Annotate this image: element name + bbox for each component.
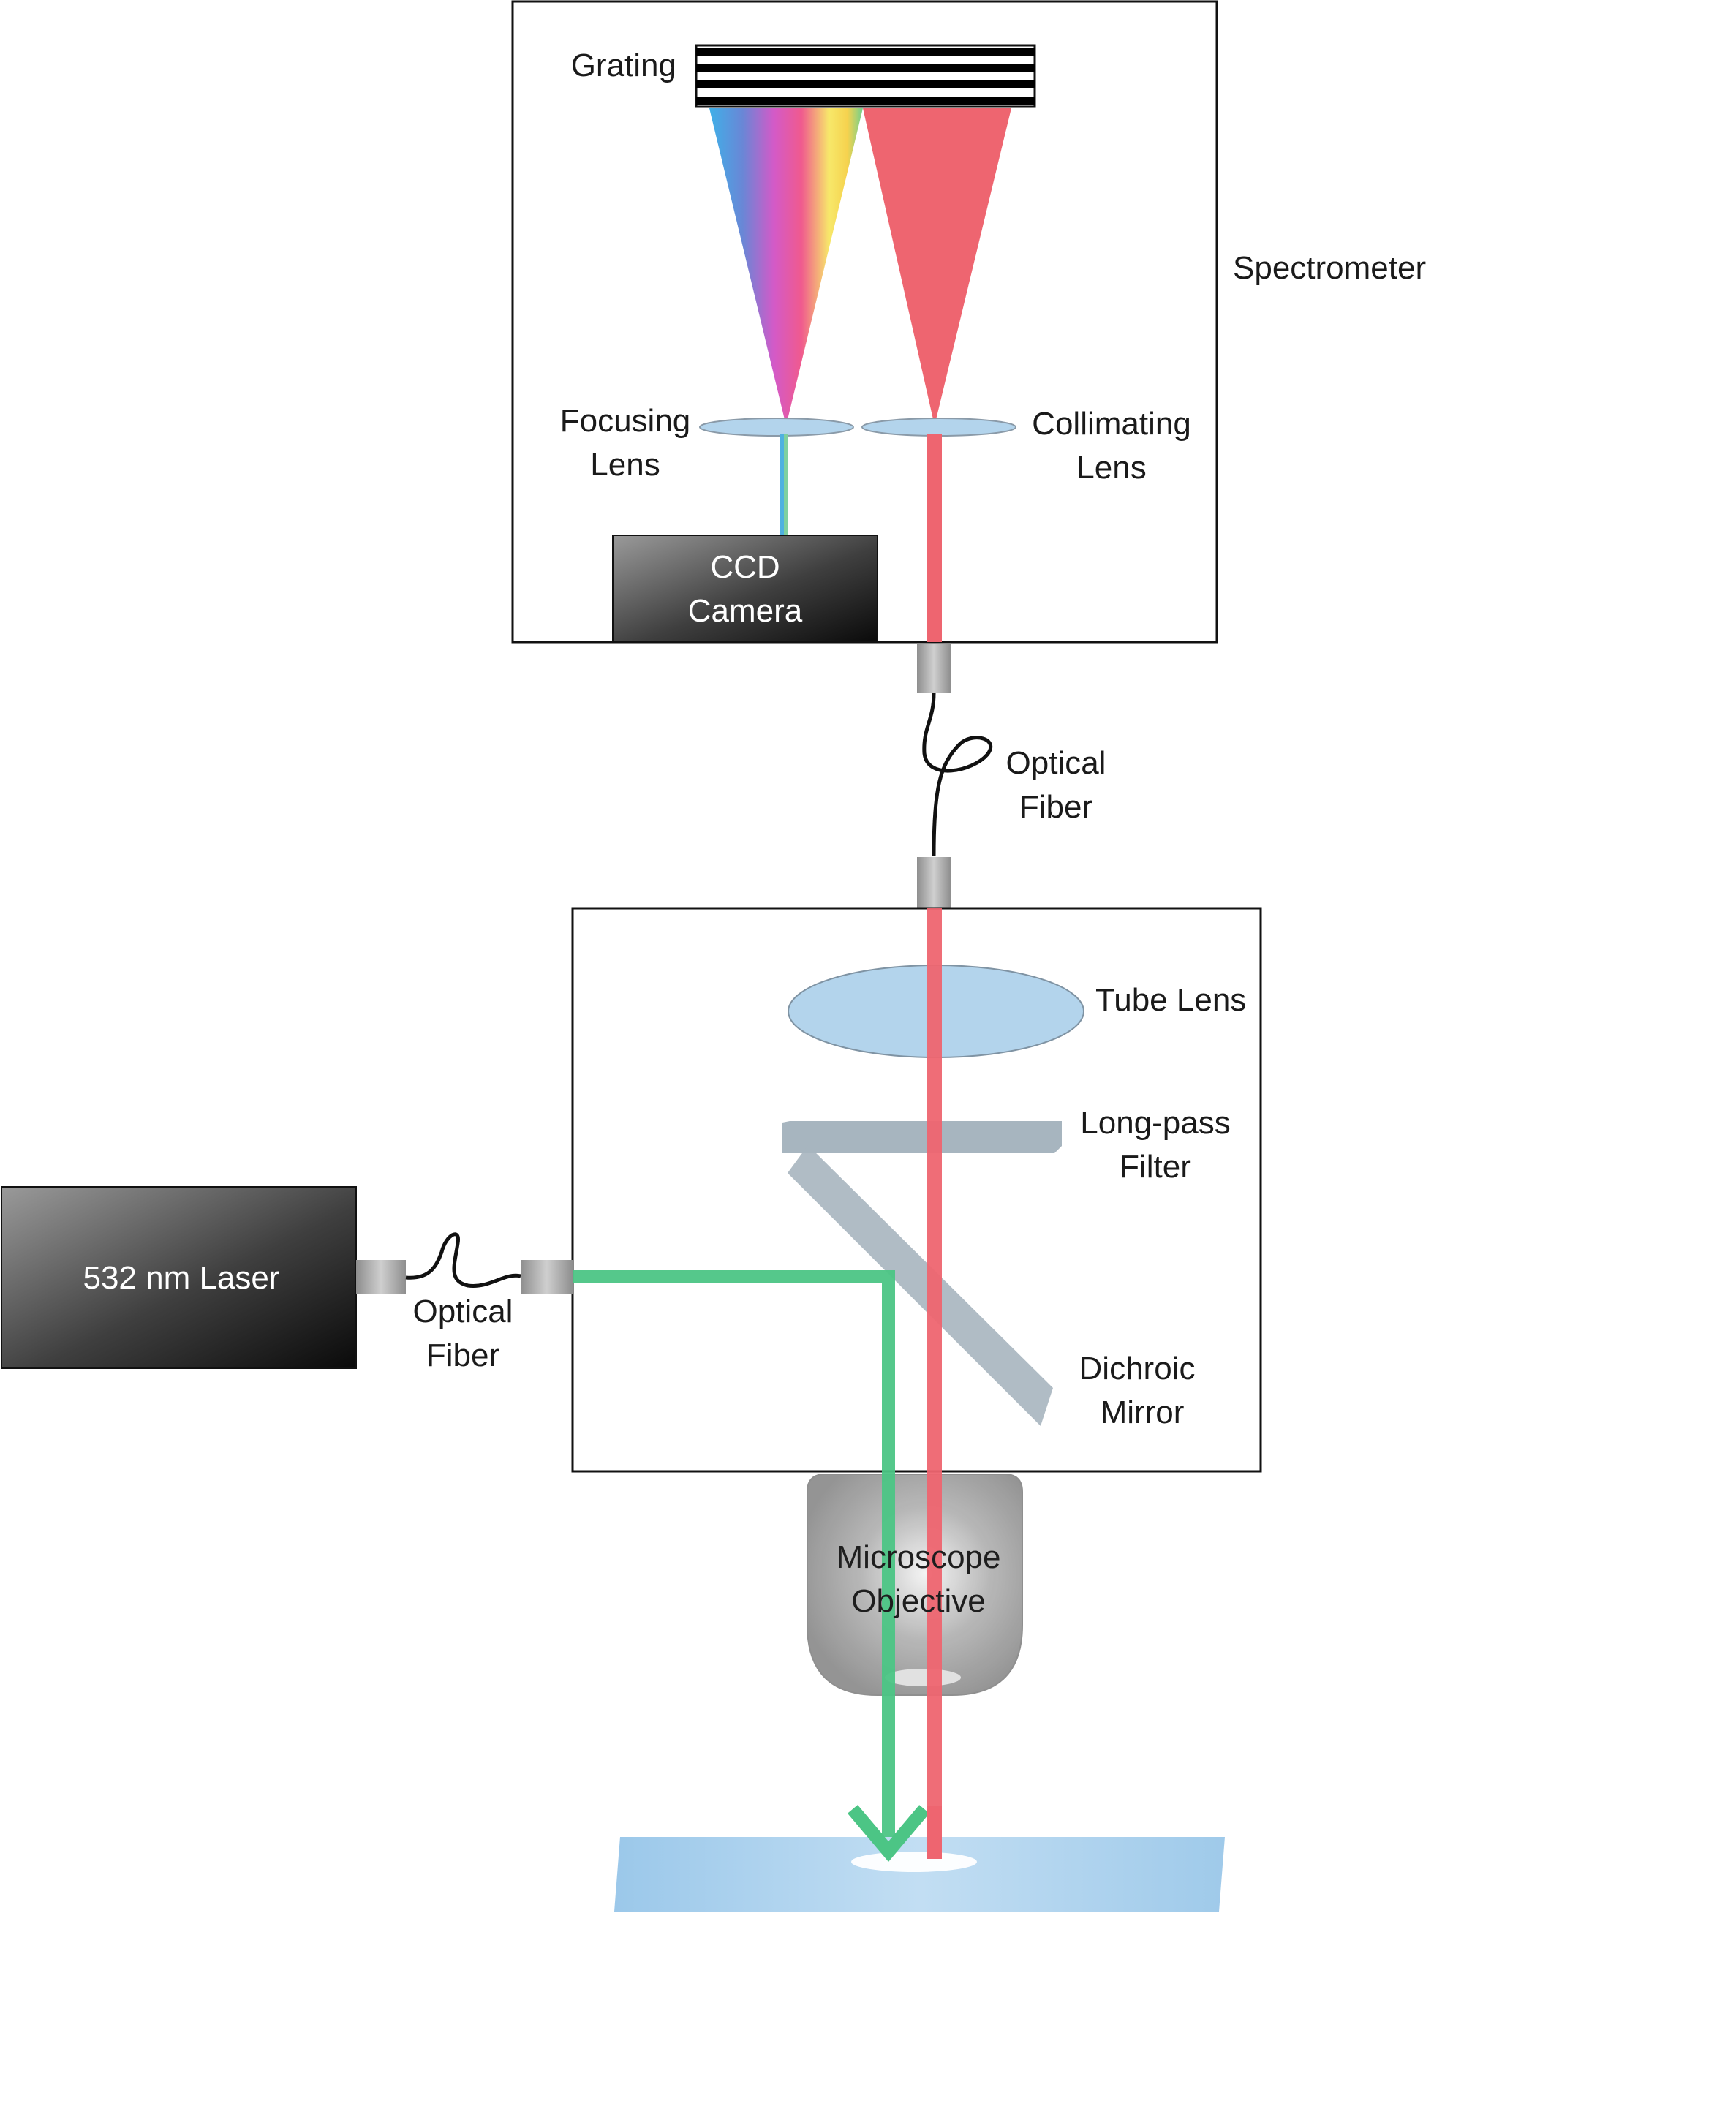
optical-fiber-top <box>922 693 993 856</box>
raman-beam <box>927 908 942 1843</box>
microscope-objective <box>807 1474 1023 1696</box>
collimating-lens-label-2: Lens <box>1076 450 1146 486</box>
dichroic-mirror-label-2: Mirror <box>1101 1395 1185 1430</box>
long-pass-filter <box>782 1121 1062 1153</box>
optical-fiber-left <box>405 1232 521 1288</box>
grating-label: Grating <box>571 48 676 83</box>
optical-fiber-left-label-1: Optical <box>413 1294 513 1329</box>
objective-front-lens <box>885 1669 961 1686</box>
fiber-connector-top <box>917 644 951 693</box>
long-pass-filter-label-2: Filter <box>1120 1149 1191 1185</box>
focusing-lens <box>699 418 854 437</box>
fiber-connector-laser <box>356 1260 406 1294</box>
ccd-camera <box>612 535 878 643</box>
focusing-lens-label-1: Focusing <box>560 403 691 439</box>
ccd-camera-label-2: Camera <box>688 593 803 629</box>
sample-slide <box>614 1837 1225 1912</box>
fiber-connector-middle <box>917 857 951 908</box>
dichroic-mirror-label-1: Dichroic <box>1079 1351 1196 1386</box>
grating <box>695 44 1036 108</box>
focused-beam <box>780 434 784 537</box>
laser-spot <box>851 1852 977 1872</box>
laser-label: 532 nm Laser <box>83 1260 279 1296</box>
collimating-lens-label-1: Collimating <box>1032 406 1191 442</box>
excitation-beam <box>573 1270 895 1846</box>
optical-fiber-left-label-2: Fiber <box>426 1337 499 1373</box>
raman-beam-cone <box>863 108 1011 426</box>
collimating-lens <box>861 418 1016 437</box>
microscope-box <box>571 907 1262 1473</box>
spectrometer-label: Spectrometer <box>1233 250 1426 286</box>
optical-fiber-top-label-1: Optical <box>1006 745 1106 781</box>
focusing-lens-label-2: Lens <box>590 447 660 483</box>
microscope-objective-label-2: Objective <box>851 1583 985 1619</box>
tube-lens-label: Tube Lens <box>1095 982 1246 1018</box>
dispersed-spectrum <box>709 108 863 426</box>
dichroic-mirror <box>788 1145 1053 1426</box>
microscope-objective-label-1: Microscope <box>837 1539 1001 1575</box>
ccd-camera-label-1: CCD <box>710 549 780 585</box>
laser-532nm <box>1 1186 357 1369</box>
fiber-connector-microscope <box>521 1260 573 1294</box>
raman-beam-spectrometer <box>927 434 942 642</box>
long-pass-filter-label-1: Long-pass <box>1080 1105 1230 1141</box>
optical-fiber-top-label-2: Fiber <box>1019 789 1092 825</box>
